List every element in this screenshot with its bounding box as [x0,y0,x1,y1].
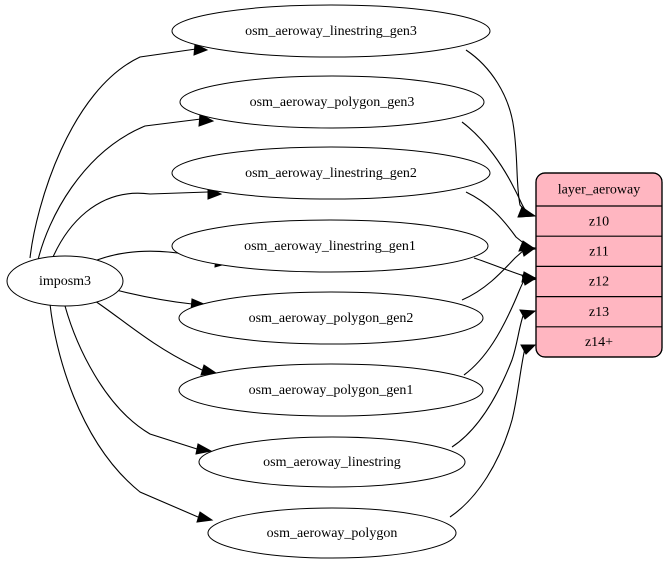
layer-table-outline [535,172,663,358]
node-osm_aeroway_polygon-shape[interactable] [207,507,457,559]
edge-polygon-to-z14 [449,347,526,518]
arrowhead-linestring-gen3 [193,43,209,56]
node-osm_aeroway_polygon_gen1[interactable]: osm_aeroway_polygon_gen1 [178,363,484,417]
edge-linestring-gen2-to-z11 [465,191,527,246]
node-osm_aeroway_linestring-shape[interactable] [198,436,466,488]
node-osm_aeroway_linestring_gen2-label: osm_aeroway_linestring_gen2 [245,166,417,181]
layer-table-row-z10[interactable]: z10 [589,214,609,229]
layer-table-row-z13[interactable]: z13 [589,305,609,320]
arrowhead-z11-b [520,245,537,257]
layer-table-background [535,172,663,358]
node-osm_aeroway_linestring-label: osm_aeroway_linestring [263,455,401,470]
edges-to-table [449,49,539,518]
layer-table-header-label: layer_aeroway [558,183,640,198]
node-layer-aeroway[interactable]: layer_aeroway z10 z11 z12 z13 z14+ [535,172,663,358]
arrowhead-z13 [519,309,537,320]
node-osm_aeroway_polygon[interactable]: osm_aeroway_polygon [207,507,457,559]
arrowhead-polygon-gen3 [198,113,215,127]
edge-imposm3-to-polygon-gen1 [94,300,203,371]
node-osm_aeroway_polygon_gen1-shape[interactable] [178,363,484,417]
node-imposm3-shape[interactable] [6,255,124,307]
edge-imposm3-to-polygon [49,303,199,518]
node-osm_aeroway_linestring_gen2[interactable]: osm_aeroway_linestring_gen2 [171,146,491,200]
node-osm_aeroway_polygon-label: osm_aeroway_polygon [267,526,398,541]
arrowhead-polygon-gen1 [200,364,218,376]
node-osm_aeroway_linestring_gen3[interactable]: osm_aeroway_linestring_gen3 [171,4,491,58]
edge-linestring-gen1-to-z12 [473,257,525,277]
edge-imposm3-to-polygon-gen3 [37,118,202,261]
node-imposm3[interactable]: imposm3 [6,255,124,307]
layer-table-row-z14plus[interactable]: z14+ [585,335,613,350]
node-osm_aeroway_polygon_gen2-label: osm_aeroway_polygon_gen2 [249,311,414,326]
node-osm_aeroway_polygon_gen3-label: osm_aeroway_polygon_gen3 [250,95,415,110]
source-table-nodes: osm_aeroway_linestring_gen3 osm_aeroway_p… [171,4,491,559]
arrowhead-z14 [520,344,537,355]
node-osm_aeroway_polygon_gen1-label: osm_aeroway_polygon_gen1 [249,383,414,398]
node-osm_aeroway_linestring_gen1[interactable]: osm_aeroway_linestring_gen1 [171,219,489,273]
arrowhead-polygon [196,511,214,523]
edge-linestring-to-z13 [451,312,525,448]
node-osm_aeroway_linestring_gen2-shape[interactable] [171,146,491,200]
edge-polygon-gen1-to-z12 [463,278,526,376]
node-osm_aeroway_linestring_gen3-label: osm_aeroway_linestring_gen3 [245,24,417,39]
edge-imposm3-to-linestring-gen3 [29,48,197,259]
node-osm_aeroway_linestring_gen3-shape[interactable] [171,4,491,58]
edge-imposm3-to-linestring-gen2 [52,191,209,258]
layer-table-row-z12[interactable]: z12 [589,275,609,290]
node-osm_aeroway_polygon_gen3-shape[interactable] [179,75,485,129]
arrowhead-z12-b [521,274,538,286]
node-osm_aeroway_polygon_gen2[interactable]: osm_aeroway_polygon_gen2 [178,291,484,345]
node-osm_aeroway_linestring[interactable]: osm_aeroway_linestring [198,436,466,488]
edge-imposm3-to-linestring [64,305,198,450]
node-osm_aeroway_linestring_gen1-shape[interactable] [171,219,489,273]
edge-polygon-gen2-to-z11 [461,249,525,301]
layer-table-row-z11[interactable]: z11 [589,245,609,260]
edge-polygon-gen3-to-z10 [461,121,527,212]
arrowhead-z10-b [517,206,536,218]
arrowhead-linestring [195,443,213,455]
node-osm_aeroway_polygon_gen3[interactable]: osm_aeroway_polygon_gen3 [179,75,485,129]
edge-linestring-gen3-to-z10 [465,49,527,213]
node-osm_aeroway_linestring_gen1-label: osm_aeroway_linestring_gen1 [244,239,416,254]
edge-imposm3-to-polygon-gen2 [115,289,193,305]
node-osm_aeroway_polygon_gen2-shape[interactable] [178,291,484,345]
node-imposm3-label: imposm3 [39,274,91,289]
